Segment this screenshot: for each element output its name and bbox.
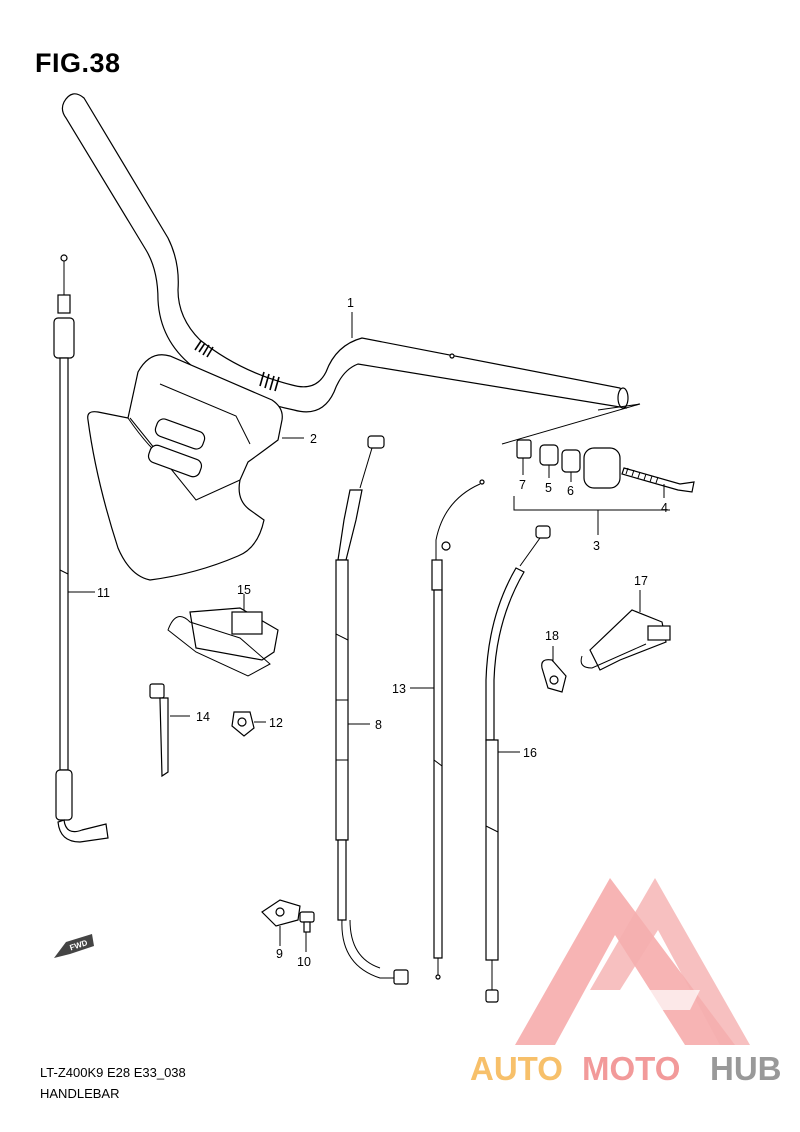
callout-1: 1 <box>347 296 354 310</box>
callout-16: 16 <box>523 746 537 760</box>
clutch-cable <box>335 435 409 985</box>
watermark-moto: MOTO <box>582 1050 680 1087</box>
callout-4: 4 <box>661 501 668 515</box>
callout-11: 11 <box>97 586 110 600</box>
callout-7: 7 <box>519 478 526 492</box>
callout-14: 14 <box>196 710 210 724</box>
section-name: HANDLEBAR <box>40 1086 120 1101</box>
handlebar-cover <box>87 354 283 581</box>
callout-13: 13 <box>392 682 406 696</box>
watermark-hub: HUB <box>710 1050 782 1087</box>
watermark-text: AUTO MOTO HUB <box>470 1050 782 1087</box>
callout-18: 18 <box>545 629 559 643</box>
cable-clip <box>541 659 567 693</box>
callout-17: 17 <box>634 574 648 588</box>
callout-9: 9 <box>276 947 283 961</box>
throttle-cable <box>53 254 109 843</box>
callout-2: 2 <box>310 432 317 446</box>
watermark-auto: AUTO <box>470 1050 563 1087</box>
cable-bracket <box>167 607 279 677</box>
callout-6: 6 <box>567 484 574 498</box>
figure-title: FIG.38 <box>35 48 121 78</box>
cable-clamp <box>231 711 255 737</box>
cable-tie <box>149 683 169 778</box>
callout-15: 15 <box>237 583 251 597</box>
cable-guide <box>261 899 301 927</box>
handlebar-weights <box>516 439 695 493</box>
callout-5: 5 <box>545 481 552 495</box>
callout-10: 10 <box>297 955 311 969</box>
brake-cable <box>431 479 485 980</box>
model-code: LT-Z400K9 E28 E33_038 <box>40 1065 186 1080</box>
callout-12: 12 <box>269 716 283 730</box>
fwd-arrow-icon: FWD <box>54 934 94 958</box>
cable-holder <box>580 609 671 671</box>
watermark-logo <box>515 878 750 1045</box>
guide-bolt <box>299 911 315 933</box>
callout-8: 8 <box>375 718 382 732</box>
throttle-cable-2 <box>485 525 551 1003</box>
callout-3: 3 <box>593 539 600 553</box>
